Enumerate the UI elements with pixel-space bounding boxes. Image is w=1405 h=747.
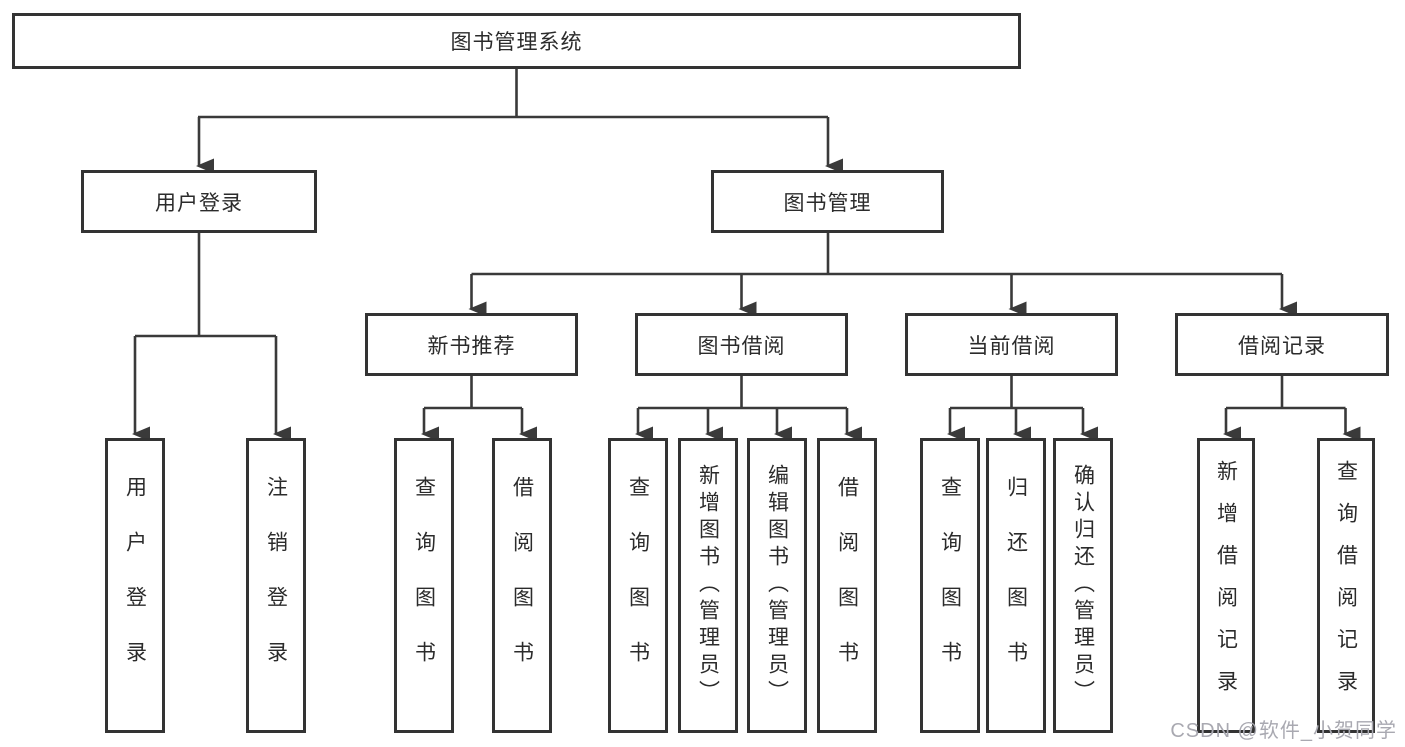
leaf-logout: 注销登录	[246, 438, 306, 733]
node-library-system: 图书管理系统	[12, 13, 1021, 69]
leaf-confirm-return-admin: 确认归还（管理员）	[1053, 438, 1113, 733]
leaf-add-book-admin: 新增图书（管理员）	[678, 438, 738, 733]
leaf-add-borrow-record: 新增借阅记录	[1197, 438, 1255, 733]
csdn-watermark: CSDN @软件_小贺同学	[1170, 720, 1397, 742]
leaf-label: 用户登录	[123, 475, 147, 696]
leaf-return-book: 归还图书	[986, 438, 1046, 733]
leaf-label: 查询借阅记录	[1334, 459, 1358, 712]
node-label: 图书借阅	[697, 334, 786, 358]
node-new-book-recommend: 新书推荐	[365, 313, 578, 376]
node-label: 借阅记录	[1238, 334, 1326, 358]
node-label: 用户登录	[155, 191, 243, 215]
node-label: 图书管理	[783, 191, 872, 215]
leaf-label: 查询图书	[412, 475, 436, 696]
node-book-management: 图书管理	[711, 170, 944, 233]
node-label: 当前借阅	[967, 334, 1056, 358]
leaf-edit-book-admin: 编辑图书（管理员）	[747, 438, 807, 733]
leaf-label: 新增借阅记录	[1214, 459, 1238, 712]
node-current-borrow: 当前借阅	[905, 313, 1118, 376]
leaf-label: 借阅图书	[510, 475, 534, 696]
leaf-label: 借阅图书	[835, 475, 859, 696]
leaf-label: 查询图书	[626, 475, 650, 696]
leaf-label: 编辑图书（管理员）	[765, 464, 789, 707]
leaf-label: 查询图书	[938, 475, 962, 696]
node-label: 新书推荐	[427, 334, 516, 358]
node-book-borrow: 图书借阅	[635, 313, 848, 376]
leaf-label: 确认归还（管理员）	[1071, 464, 1095, 707]
leaf-label: 归还图书	[1004, 475, 1028, 696]
leaf-label: 新增图书（管理员）	[696, 464, 720, 707]
connector-arrows	[132, 117, 1361, 442]
leaf-borrow-books-2: 借阅图书	[817, 438, 877, 733]
leaf-query-books-2: 查询图书	[608, 438, 668, 733]
leaf-query-books-3: 查询图书	[920, 438, 980, 733]
node-label: 图书管理系统	[450, 31, 583, 54]
node-borrow-record: 借阅记录	[1175, 313, 1389, 376]
leaf-query-borrow-record: 查询借阅记录	[1317, 438, 1375, 733]
leaf-borrow-books-1: 借阅图书	[492, 438, 552, 733]
node-user-login: 用户登录	[81, 170, 317, 233]
leaf-user-login: 用户登录	[105, 438, 165, 733]
leaf-query-books-1: 查询图书	[394, 438, 454, 733]
leaf-label: 注销登录	[264, 475, 288, 696]
